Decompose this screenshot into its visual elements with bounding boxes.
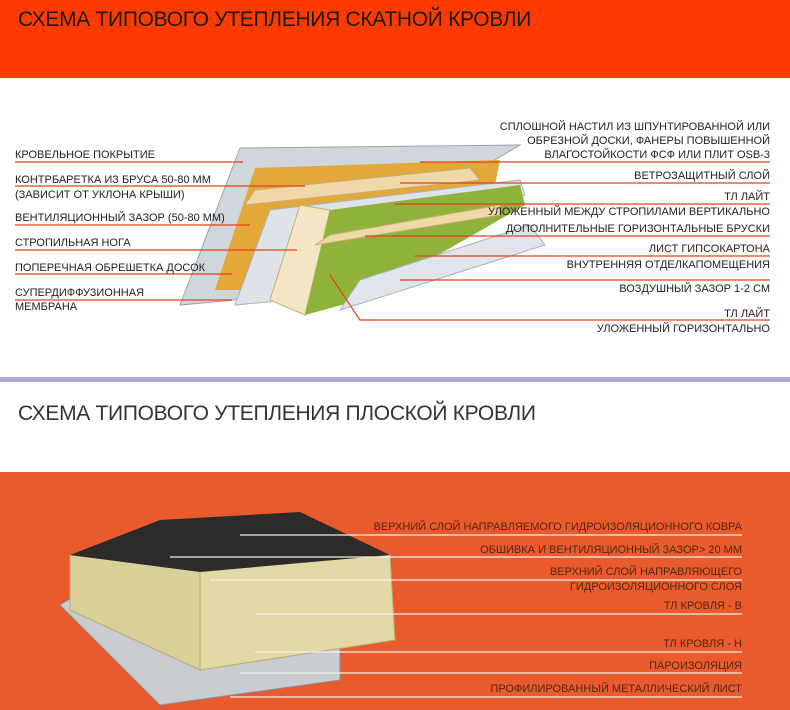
flat-roof-title: СХЕМА ТИПОВОГО УТЕПЛЕНИЯ ПЛОСКОЙ КРОВЛИ bbox=[18, 402, 536, 425]
label-guide-layer-1: ВЕРХНИЙ СЛОЙ НАПРАВЛЯЮЩЕГО bbox=[549, 566, 742, 578]
pitched-roof-title: СХЕМА ТИПОВОГО УТЕПЛЕНИЯ СКАТНОЙ КРОВЛИ bbox=[18, 8, 532, 31]
label-tl-light-vertical-2: УЛОЖЕННЫЙ МЕЖДУ СТРОПИЛАМИ ВЕРТИКАЛЬНО bbox=[487, 206, 770, 218]
label-sheathing-gap: ОБШИВКА И ВЕНТИЛЯЦИОННЫЙ ЗАЗОР> 20 ММ bbox=[480, 544, 742, 556]
label-tl-roof-b: ТЛ КРОВЛЯ - В bbox=[663, 600, 742, 612]
label-deck-3: ВЛАГОСТОЙКОСТИ ФСФ ИЛИ ПЛИТ OSB-3 bbox=[544, 149, 770, 161]
label-air-gap: ВОЗДУШНЫЙ ЗАЗОР 1-2 СМ bbox=[619, 283, 770, 295]
label-counter-batten-note: (ЗАВИСИТ ОТ УКЛОНА КРЫШИ) bbox=[15, 189, 185, 201]
label-metal-sheet: ПРОФИЛИРОВАННЫЙ МЕТАЛЛИЧЕСКИЙ ЛИСТ bbox=[490, 683, 742, 695]
label-top-waterproofing: ВЕРХНИЙ СЛОЙ НАПРАВЛЯЕМОГО ГИДРОИЗОЛЯЦИО… bbox=[373, 521, 742, 533]
label-tl-light-horizontal: ТЛ ЛАЙТ bbox=[724, 308, 770, 320]
label-vapor-barrier: ПАРОИЗОЛЯЦИЯ bbox=[649, 660, 742, 672]
label-membrane-2: МЕМБРАНА bbox=[15, 301, 78, 313]
pitched-roof-diagram bbox=[179, 144, 546, 316]
horizontal-batten bbox=[314, 204, 501, 246]
label-deck-2: ОБРЕЗНОЙ ДОСКИ, ФАНЕРЫ ПОВЫШЕННОЙ bbox=[527, 135, 770, 147]
label-deck-1: СПЛОШНОЙ НАСТИЛ ИЗ ШПУНТИРОВАННОЙ ИЛИ bbox=[499, 121, 770, 133]
label-rafter: СТРОПИЛЬНАЯ НОГА bbox=[15, 237, 131, 249]
pitched-leader-lines bbox=[15, 161, 770, 321]
label-guide-layer-2: ГИДРОИЗОЛЯЦИОННОГО СЛОЯ bbox=[569, 581, 742, 593]
label-vent-gap: ВЕНТИЛЯЦИОННЫЙ ЗАЗОР (50-80 ММ) bbox=[15, 212, 225, 224]
counter-batten bbox=[243, 167, 481, 206]
label-interior-finish: ВНУТРЕННЯЯ ОТДЕЛКАПОМЕЩЕНИЯ bbox=[566, 259, 770, 271]
label-windproof: ВЕТРОЗАЩИТНЫЙ СЛОЙ bbox=[634, 170, 770, 182]
label-gypsum: ЛИСТ ГИПСОКАРТОНА bbox=[648, 243, 770, 255]
label-cross-lathing: ПОПЕРЕЧНАЯ ОБРЕШЕТКА ДОСОК bbox=[15, 262, 206, 274]
label-roofing: КРОВЕЛЬНОЕ ПОКРЫТИЕ bbox=[15, 149, 155, 161]
gypsum-board bbox=[338, 224, 546, 311]
section-divider bbox=[0, 377, 790, 382]
label-membrane: СУПЕРДИФФУЗИОННАЯ bbox=[15, 287, 145, 299]
label-horizontal-battens: ДОПОЛНИТЕЛЬНЫЕ ГОРИЗОНТАЛЬНЫЕ БРУСКИ bbox=[505, 223, 770, 235]
top-banner bbox=[0, 0, 790, 78]
label-tl-light-horizontal-2: УЛОЖЕННЫЙ ГОРИЗОНТАЛЬНО bbox=[596, 323, 770, 335]
label-tl-light-vertical: ТЛ ЛАЙТ bbox=[724, 191, 770, 203]
label-counter-batten: КОНТРБАРЕТКА ИЗ БРУСА 50-80 ММ bbox=[15, 174, 211, 186]
label-tl-roof-n: ТЛ КРОВЛЯ - Н bbox=[663, 638, 742, 650]
